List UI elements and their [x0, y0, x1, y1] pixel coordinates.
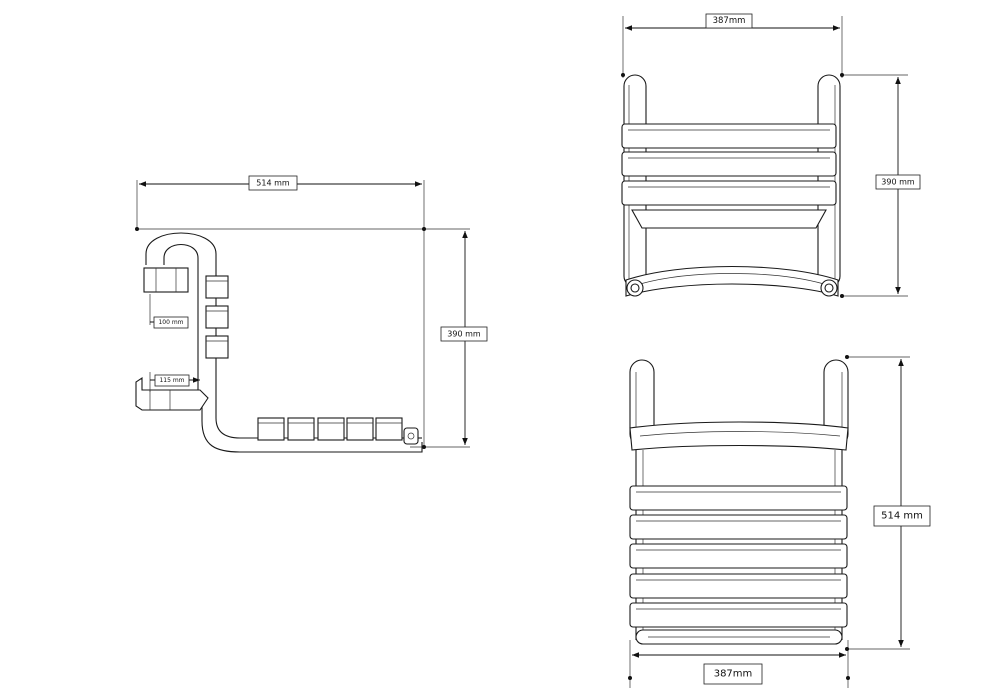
side-seat-slat: [287, 417, 315, 441]
top-depth-label: 390 mm: [881, 178, 915, 187]
side-seat-slat: [317, 417, 345, 441]
side-back-slat: [205, 335, 229, 359]
top-pivot-right: [820, 279, 838, 297]
top-slat: [621, 151, 837, 177]
top-front-bar: [625, 266, 839, 297]
top-slat: [621, 180, 837, 206]
top-view: 387mm 390 mm: [621, 13, 921, 298]
side-back-slat: [205, 305, 229, 329]
side-wall-bracket: [135, 376, 209, 411]
side-hinge-upper: [143, 267, 189, 293]
side-detail-lower-label: 115 mm: [159, 377, 184, 384]
top-width-label: 387mm: [713, 16, 746, 26]
front-slat: [629, 543, 848, 569]
front-slat: [629, 514, 848, 540]
front-backrest: [629, 421, 849, 451]
top-pivot-left: [626, 279, 644, 297]
side-seat-slat: [346, 417, 374, 441]
front-height-label: 514 mm: [881, 511, 923, 522]
front-view: 514 mm 387mm: [628, 355, 931, 688]
side-seat-slat: [257, 417, 285, 441]
side-seat-slat: [375, 417, 403, 441]
top-slat-angled: [631, 209, 827, 229]
side-front-cap: [403, 427, 419, 445]
side-detail-upper-label: 100 mm: [158, 319, 183, 326]
side-width-label: 514 mm: [256, 179, 290, 188]
front-slat: [629, 602, 848, 628]
front-width-label: 387mm: [714, 669, 753, 680]
front-slat: [629, 485, 848, 511]
side-frame-outer: [145, 232, 410, 439]
side-back-slat: [205, 275, 229, 299]
side-height-label: 390 mm: [447, 330, 481, 339]
top-slat: [621, 123, 837, 149]
side-view: 514 mm 390 mm: [135, 175, 488, 453]
front-slat: [629, 573, 848, 599]
